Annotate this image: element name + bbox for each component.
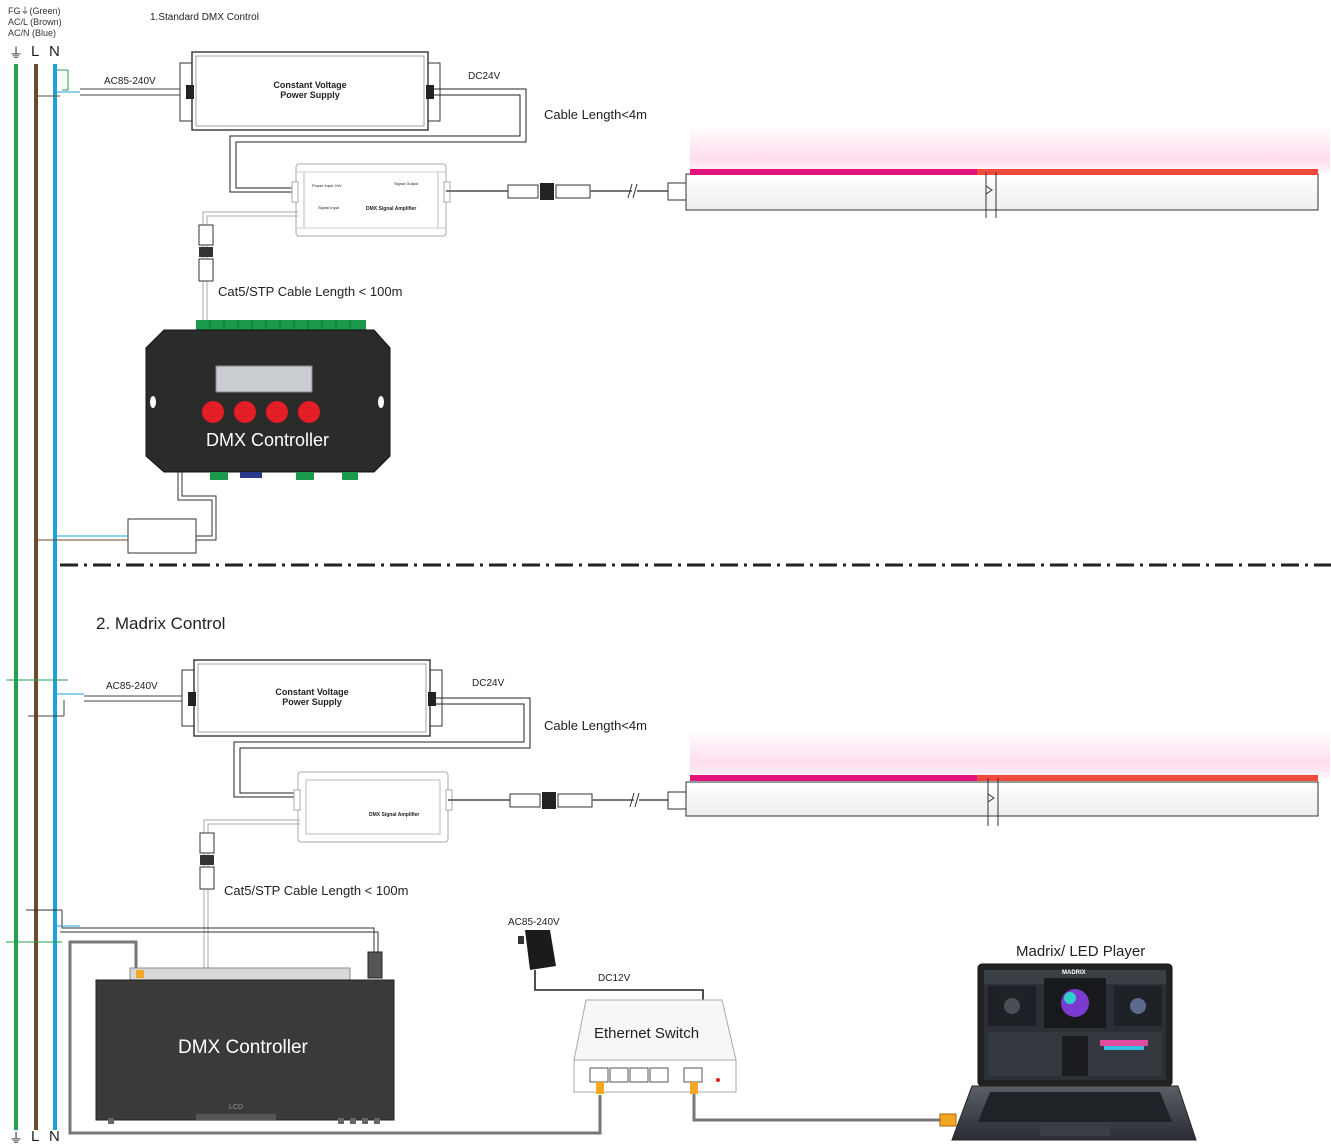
psu-2-line1: Constant Voltage [275, 687, 349, 697]
dc12-adapter [518, 930, 704, 1000]
legend-ground: FG⏚(Green) [8, 6, 61, 16]
ac-label-1: AC85-240V [104, 76, 156, 87]
ground-symbol-bottom: ⏚ [9, 1130, 23, 1146]
dmx-controller-2-label: DMX Controller [178, 1037, 308, 1058]
amp-1-title: DMX Signal Amplifier [366, 206, 417, 212]
dmx-controller-1-body [145, 320, 391, 480]
amp-1-signal-output: Signal Output [394, 181, 419, 186]
lcd-label: LCD [229, 1104, 244, 1111]
dmx-controller-1-label: DMX Controller [206, 430, 330, 450]
section-2-title: 2. Madrix Control [96, 614, 226, 633]
ac-feed-1 [38, 69, 180, 97]
madrix-player-label: Madrix/ LED Player [1016, 943, 1146, 960]
cat5-label-2: Cat5/STP Cable Length < 100m [224, 883, 409, 898]
live-letter-top: L [31, 43, 40, 60]
amp-1-signal-input: Signal Input [318, 205, 340, 210]
controller-2-terminals [108, 970, 698, 1124]
controller-1-power [38, 472, 217, 554]
dc-label-1: DC24V [468, 71, 501, 82]
signal-out-2 [448, 791, 687, 810]
madrix-logo-text: MADRIX [1062, 970, 1086, 976]
dc-cable-2 [233, 697, 531, 798]
dc-label-2: DC24V [472, 678, 505, 689]
dmx-controller-2-body [95, 967, 395, 1121]
neutral-letter-top: N [49, 43, 60, 60]
power-supply-2 [181, 659, 443, 737]
cable-length-2: Cable Length<4m [544, 718, 647, 733]
adapter-ac-label: AC85-240V [508, 917, 560, 928]
section-1-title: 1.Standard DMX Control [150, 12, 259, 23]
psu-2-label: Constant Voltage Power Supply [194, 687, 430, 707]
psu-1-label: Constant Voltage Power Supply [192, 80, 428, 100]
laptop-body [951, 963, 1197, 1141]
cat5-label-1: Cat5/STP Cable Length < 100m [218, 284, 403, 299]
cable-length-1: Cable Length<4m [544, 107, 647, 122]
dmx-amplifier-1 [291, 163, 451, 237]
ethernet-switch-label: Ethernet Switch [594, 1025, 700, 1042]
psu-2-line2: Power Supply [282, 697, 342, 707]
led-strip-2 [685, 730, 1330, 826]
ethernet-switch-body [573, 999, 737, 1093]
psu-1-line2: Power Supply [280, 90, 340, 100]
signal-out-1 [446, 182, 687, 201]
cat5-cable-2 [199, 819, 300, 968]
live-letter-bottom: L [31, 1128, 40, 1145]
amp-2-title: DMX Signal Amplifier [369, 812, 420, 818]
ethernet-cable-controller-switch [68, 940, 602, 1135]
ground-symbol-top: ⏚ [9, 45, 23, 61]
ethernet-cable-switch-laptop [692, 1090, 948, 1122]
power-bus [14, 64, 57, 1130]
psu-1-line1: Constant Voltage [273, 80, 347, 90]
led-strip-1 [685, 125, 1330, 218]
dc-cable-1 [229, 88, 527, 193]
controller-2-power [6, 909, 383, 979]
ac-feed-2 [6, 679, 184, 717]
neutral-letter-bottom: N [49, 1128, 60, 1145]
amp-1-power-input: Power Input 24V [312, 183, 342, 188]
power-supply-1 [179, 51, 441, 131]
legend-neutral: AC/N (Blue) [8, 28, 57, 38]
dmx-amplifier-2 [293, 771, 453, 843]
cat5-cable-1 [198, 211, 298, 320]
legend-live: AC/L (Brown) [8, 17, 62, 27]
adapter-dc-label: DC12V [598, 973, 631, 984]
ac-label-2: AC85-240V [106, 681, 158, 692]
